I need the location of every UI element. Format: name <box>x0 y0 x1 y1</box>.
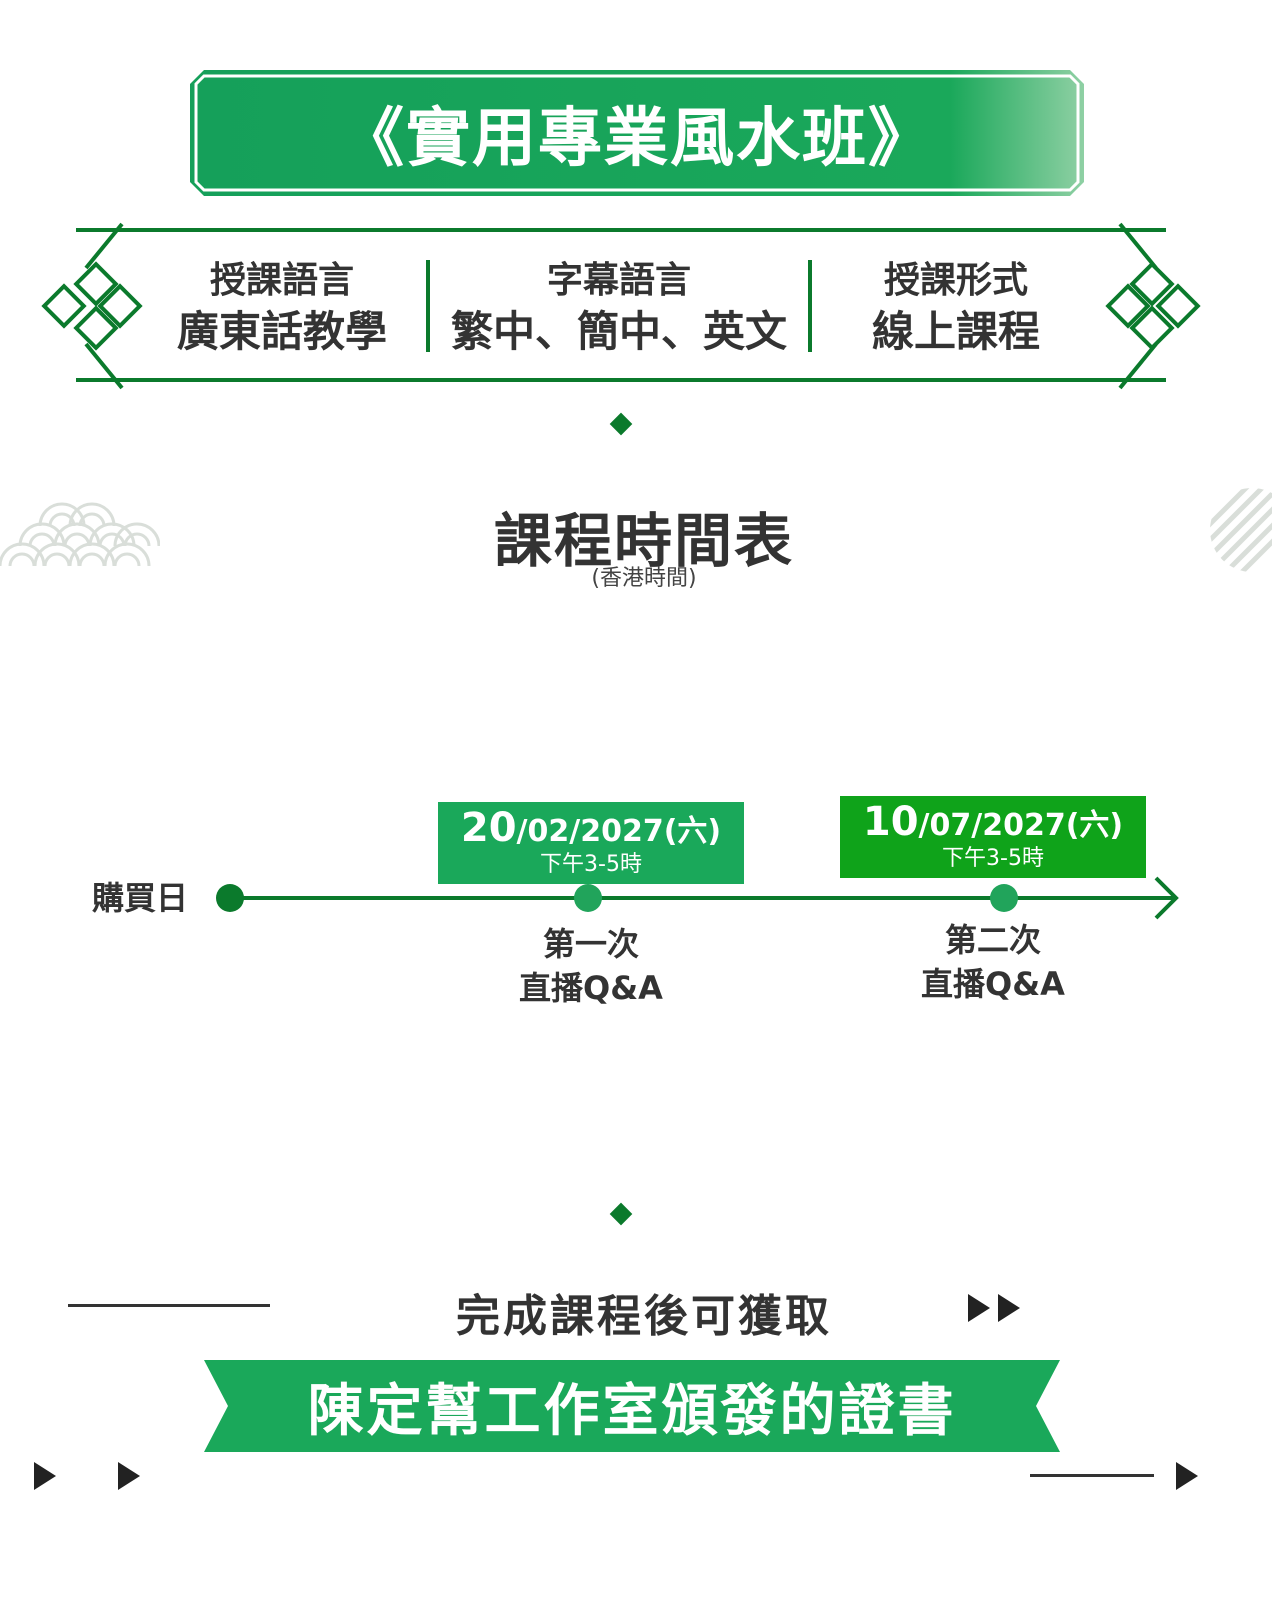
play-arrow-icon <box>34 1462 56 1490</box>
session-date-box: 10/07/2027(六) 下午3-5時 <box>840 796 1146 878</box>
divider-diamond <box>609 412 633 436</box>
info-subtitle-language: 字幕語言 繁中、簡中、英文 <box>436 248 802 368</box>
session-label-line2: 直播Q&A <box>519 969 663 1007</box>
info-label: 授課語言 <box>209 260 354 301</box>
session-label: 第二次 直播Q&A <box>870 918 1116 1006</box>
course-title-banner: 《實用專業風水班》 <box>190 70 1084 196</box>
session-label-line2: 直播Q&A <box>921 965 1065 1003</box>
info-value: 廣東話教學 <box>176 307 387 356</box>
timeline-start-dot <box>216 884 244 912</box>
session-label: 第一次 直播Q&A <box>468 922 714 1010</box>
divider-diamond <box>609 1202 633 1226</box>
divider-line <box>1030 1474 1154 1477</box>
info-label: 字幕語言 <box>546 260 691 301</box>
play-arrow-icon <box>118 1462 140 1490</box>
schedule-subtitle: (香港時間) <box>591 566 697 591</box>
timeline-start-label: 購買日 <box>92 879 189 917</box>
play-arrow-icon <box>1176 1462 1198 1490</box>
session-day: 10 <box>862 799 919 845</box>
session-date: 20/02/2027(六) <box>461 808 721 852</box>
session-label-line1: 第一次 <box>542 925 639 963</box>
timeline-session-dot <box>990 884 1018 912</box>
info-value: 繁中、簡中、英文 <box>450 307 787 356</box>
course-info-box: 授課語言 廣東話教學 字幕語言 繁中、簡中、英文 授課形式 線上課程 <box>36 220 1252 396</box>
timeline-session-dot <box>574 884 602 912</box>
session-date-box: 20/02/2027(六) 下午3-5時 <box>438 802 744 884</box>
session-date: 10/07/2027(六) <box>863 802 1123 846</box>
play-arrow-icon <box>998 1294 1020 1322</box>
timeline <box>0 860 1288 940</box>
session-time: 下午3-5時 <box>942 846 1044 871</box>
certificate-heading: 完成課程後可獲取 <box>456 1291 832 1342</box>
info-label: 授課形式 <box>883 260 1028 301</box>
info-value: 線上課程 <box>871 307 1040 356</box>
certificate-banner-text: 陳定幫工作室頒發的證書 <box>307 1378 957 1444</box>
session-date-rest: /07/2027(六) <box>918 808 1124 843</box>
session-time: 下午3-5時 <box>540 852 642 877</box>
schedule-title: 課程時間表 <box>493 507 794 575</box>
info-teaching-language: 授課語言 廣東話教學 <box>146 248 418 368</box>
stripe-circle-right <box>1208 486 1288 574</box>
session-date-rest: /02/2027(六) <box>516 814 722 849</box>
info-teaching-format: 授課形式 線上課程 <box>820 248 1092 368</box>
divider-line <box>68 1304 270 1307</box>
wave-pattern-left <box>0 486 161 578</box>
session-day: 20 <box>460 805 517 851</box>
course-title: 《實用專業風水班》 <box>340 102 934 176</box>
session-label-line1: 第二次 <box>944 921 1041 959</box>
play-arrow-icon <box>968 1294 990 1322</box>
certificate-banner: 陳定幫工作室頒發的證書 <box>204 1360 1060 1452</box>
